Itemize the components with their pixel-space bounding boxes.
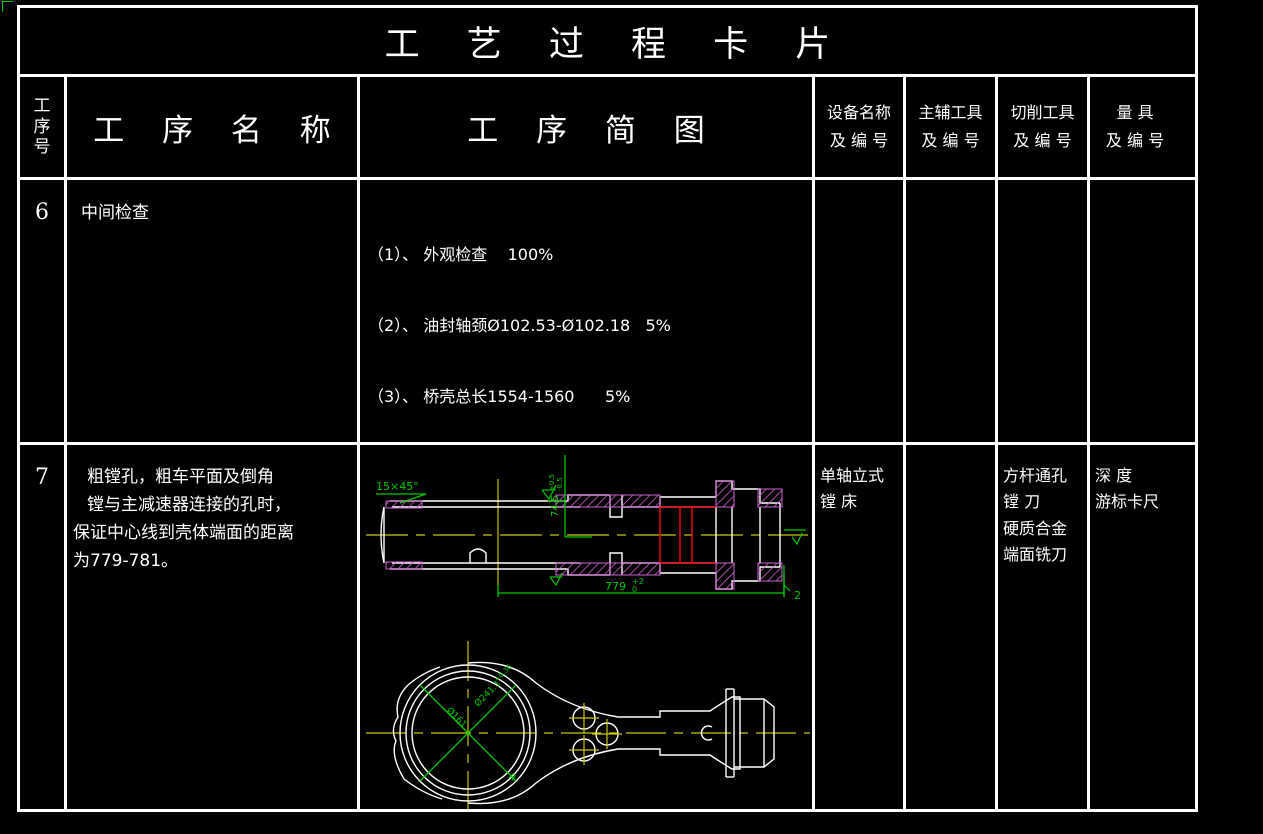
header-cutting-tools-line-2: 及 编 号: [1013, 131, 1072, 150]
edge-note-leader: [783, 529, 806, 595]
row6-tools-cell: [903, 180, 995, 442]
row6-op-name-cell: 中间检查: [64, 180, 357, 442]
row6-equipment-cell: [812, 180, 903, 442]
header-cell-cutting-tools: 切削工具 及 编 号: [995, 77, 1087, 177]
radius-note-group: R: [506, 772, 518, 784]
dimension-height-lines: [548, 455, 592, 538]
dimension-height-lower: -0.5: [556, 477, 564, 491]
header-equipment-line-1: 设备名称: [826, 103, 891, 122]
row7-cutting-tools-line: 镗 刀: [1003, 492, 1041, 512]
diameter-leaders: [419, 684, 517, 782]
table-row: 6 中间检查 （1）、 外观检查 100% （2）、 油封轴颈Ø102.53-Ø…: [20, 177, 1195, 442]
header-cutting-tools-line-1: 切削工具: [1010, 103, 1075, 122]
header-gauges-line-2: 及 编 号: [1105, 131, 1165, 150]
corner-registration-mark: [2, 1, 13, 12]
row6-op-sketch-cell: （1）、 外观检查 100% （2）、 油封轴颈Ø102.53-Ø102.18 …: [357, 180, 812, 442]
process-sketch: 15×45° 74.5 +0.5 -0.5: [360, 445, 812, 809]
inspection-item: （2）、 油封轴颈Ø102.53-Ø102.18 5%: [368, 316, 671, 336]
row6-op-no: 6: [35, 200, 49, 225]
dimension-length-lines: [497, 573, 785, 597]
row7-tools: [906, 445, 995, 463]
row7-op-no-cell: 7: [20, 445, 64, 809]
row6-op-name: 中间检查: [81, 203, 149, 223]
row7-gauges-cell: 深 度 游标卡尺: [1087, 445, 1180, 809]
row7-op-name-cell: 粗镗孔，粗车平面及倒角 镗与主减速器连接的孔时， 保证中心线到壳体端面的距离 为…: [64, 445, 357, 809]
row7-equipment: 单轴立式 镗 床: [815, 445, 903, 516]
inspection-item: （1）、 外观检查 100%: [368, 245, 554, 265]
row7-op-name-line: 为779-781。: [73, 551, 179, 572]
row7-gauges: 深 度 游标卡尺: [1090, 445, 1180, 516]
dimension-length-value: 779: [605, 580, 626, 593]
row6-gauges-cell: [1087, 180, 1180, 442]
row7-cutting-tools-cell: 方杆通孔 镗 刀 硬质合金 端面铣刀: [995, 445, 1087, 809]
bored-zone-highlight: [659, 506, 716, 564]
row6-op-no-cell: 6: [20, 180, 64, 442]
header-equipment-line-2: 及 编 号: [829, 131, 889, 150]
process-card: 工 艺 过 程 卡 片 工 序 号 工 序 名 称 工 序 简 图 设备名称 及…: [17, 5, 1198, 812]
section-hatching: [385, 480, 783, 590]
row7-cutting-tools-line: 方杆通孔: [1003, 466, 1068, 485]
header-cell-equipment: 设备名称 及 编 号: [812, 77, 903, 177]
row7-gauges-line: 深 度: [1095, 466, 1133, 485]
card-title-band: 工 艺 过 程 卡 片: [20, 8, 1195, 77]
header-tools-line-2: 及 编 号: [921, 131, 980, 150]
row7-op-name-line: 镗与主减速器连接的孔时，: [87, 495, 291, 516]
end-view: Ø161 Ø241.1 +0.36 R: [366, 641, 810, 809]
row7-equipment-cell: 单轴立式 镗 床: [812, 445, 903, 809]
row7-op-no: 7: [35, 465, 49, 490]
row6-cutting-tools: [998, 180, 1087, 198]
diameter-large-group: Ø241.1 +0.36: [472, 662, 514, 709]
section-view: 15×45° 74.5 +0.5 -0.5: [366, 455, 808, 602]
row7-gauges-line: 游标卡尺: [1095, 492, 1160, 512]
row7-equipment-line: 单轴立式: [820, 466, 885, 485]
dimension-chamfer: 15×45°: [376, 480, 419, 493]
row7-tools-cell: [903, 445, 995, 809]
page-title: 工 艺 过 程 卡 片: [384, 24, 849, 65]
row6-equipment: [815, 180, 903, 198]
row7-op-name-line: 粗镗孔，粗车平面及倒角: [87, 467, 274, 487]
header-cell-gauges: 量 具 及 编 号: [1087, 77, 1180, 177]
header-op-no-char-2: 序: [33, 116, 51, 137]
row6-tools: [906, 180, 995, 198]
dimension-radius-note: R: [506, 772, 518, 784]
header-op-no-char-3: 号: [33, 137, 51, 158]
row7-op-name-line: 保证中心线到壳体端面的距离: [73, 523, 294, 544]
header-cell-tools: 主辅工具 及 编 号: [903, 77, 995, 177]
dimension-edge-note: 2: [794, 589, 801, 602]
dimension-height-group: 74.5 +0.5 -0.5: [548, 474, 564, 517]
table-row: 7 粗镗孔，粗车平面及倒角 镗与主减速器连接的孔时， 保证中心线到壳体端面的距离…: [20, 442, 1195, 809]
row7-op-sketch-cell: 15×45° 74.5 +0.5 -0.5: [357, 445, 812, 809]
diameter-small-group: Ø161: [444, 705, 469, 730]
dimension-bore-small: Ø161: [444, 705, 469, 730]
dimension-height-upper: +0.5: [548, 474, 556, 491]
inspection-list: （1）、 外观检查 100% （2）、 油封轴颈Ø102.53-Ø102.18 …: [360, 180, 812, 442]
header-cell-op-sketch: 工 序 简 图: [357, 77, 812, 177]
header-op-name-label: 工 序 名 称: [93, 112, 345, 149]
surface-finish-symbol: [541, 484, 557, 501]
surface-finish-symbol-2: [549, 572, 563, 587]
row7-op-name: 粗镗孔，粗车平面及倒角 镗与主减速器连接的孔时， 保证中心线到壳体端面的距离 为…: [67, 445, 357, 575]
header-op-sketch-label: 工 序 简 图: [467, 112, 719, 149]
bolt-hole-centerlines: [569, 703, 622, 765]
header-gauges-line-1: 量 具: [1116, 103, 1154, 122]
dimension-length-upper: +2: [632, 577, 644, 586]
header-cell-op-no: 工 序 号: [20, 77, 64, 177]
header-cell-op-name: 工 序 名 称: [64, 77, 357, 177]
dimension-height-value: 74.5: [550, 495, 561, 517]
row7-cutting-tools: 方杆通孔 镗 刀 硬质合金 端面铣刀: [998, 445, 1087, 569]
table-header-row: 工 序 号 工 序 名 称 工 序 简 图 设备名称 及 编 号 主辅工具 及 …: [20, 77, 1195, 177]
inspection-item: （3）、 桥壳总长1554-1560 5%: [368, 387, 631, 407]
header-op-no-char-1: 工: [33, 95, 51, 116]
row7-cutting-tools-line: 硬质合金: [1003, 518, 1068, 538]
row7-cutting-tools-line: 端面铣刀: [1003, 545, 1068, 565]
axle-housing-drawing: 15×45° 74.5 +0.5 -0.5: [366, 455, 810, 809]
row6-cutting-tools-cell: [995, 180, 1087, 442]
row6-gauges: [1090, 180, 1180, 198]
endview-outline: [392, 661, 775, 805]
row7-equipment-line: 镗 床: [820, 492, 858, 512]
header-tools-line-1: 主辅工具: [918, 103, 983, 122]
chamfer-leader: [376, 493, 427, 504]
dimension-length-lower: 0: [632, 585, 637, 594]
